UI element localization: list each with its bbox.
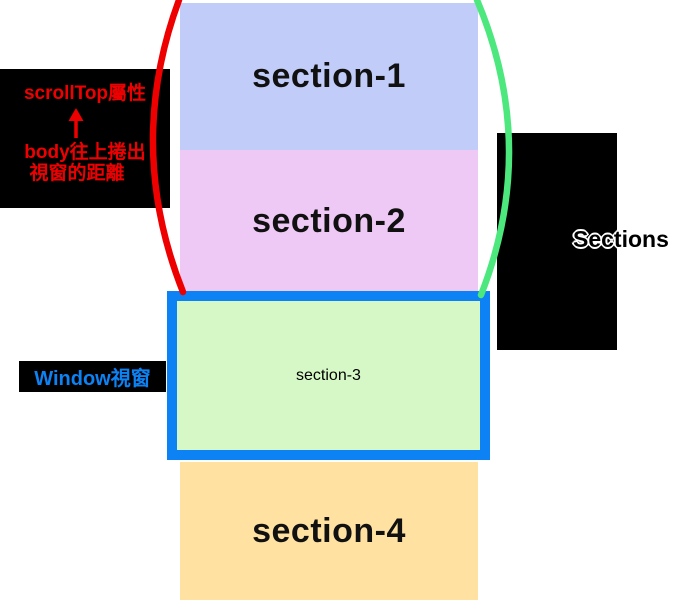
section-4-label: section-4 [252,511,406,550]
section-2-label: section-2 [252,201,406,240]
sections-annotation-box [497,133,617,350]
window-label-box: Window視窗 [19,361,166,392]
section-3-label: section-3 [296,366,361,384]
section-1-label: section-1 [252,57,406,95]
window-viewport-frame: section-3 [167,291,490,460]
scrolltop-description-line1: body往上捲出 [24,142,146,163]
scrolltop-description-line2: 視窗的距離 [29,163,125,184]
section-2: section-2 [180,150,478,292]
scrolltop-annotation-box: scrollTop屬性 body往上捲出 視窗的距離 [0,69,170,208]
scrolltop-property-label: scrollTop屬性 [23,83,147,104]
sections-label: Sections [573,226,669,252]
section-1: section-1 [180,3,478,150]
section-4: section-4 [180,462,478,600]
window-label: Window視窗 [34,368,151,390]
up-arrow-icon [68,108,84,138]
